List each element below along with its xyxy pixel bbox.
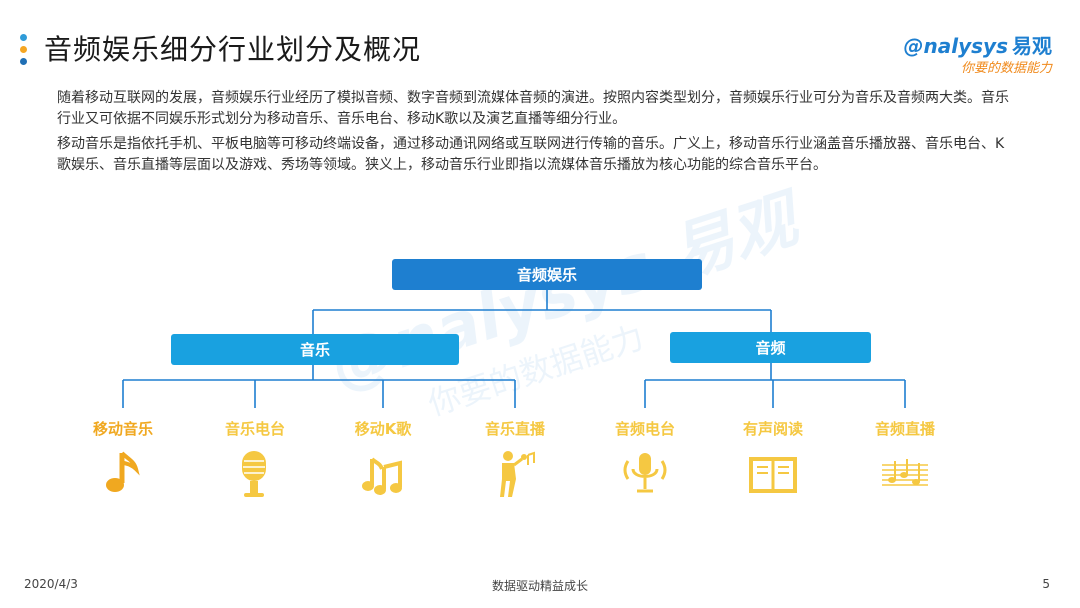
- intro-paragraph-1: 随着移动互联网的发展，音频娱乐行业经历了模拟音频、数字音频到流媒体音频的演进。按…: [57, 90, 1009, 127]
- leaf-label: 音乐电台: [224, 420, 285, 438]
- leaf-music-live: 音乐直播: [460, 418, 570, 503]
- title-dot: [20, 46, 27, 53]
- logo-brand-initial: @: [903, 34, 924, 58]
- title-dot: [20, 58, 27, 65]
- leaf-mobile-music: 移动音乐: [68, 418, 178, 503]
- intro-paragraph-2: 移动音乐是指依托手机、平板电脑等可移动终端设备，通过移动通讯网络或互联网进行传输…: [57, 136, 1005, 173]
- logo-brand-cn: 易观: [1012, 34, 1052, 58]
- music-note-icon: [106, 451, 140, 492]
- leaf-label: 音频直播: [874, 420, 935, 438]
- node-audio-entertainment: 音频娱乐: [392, 259, 702, 290]
- footer-date: 2020/4/3: [24, 577, 78, 591]
- page-title: 音频娱乐细分行业划分及概况: [44, 33, 422, 66]
- node-audio: 音频: [670, 332, 871, 363]
- leaf-audio-live: 音频直播: [850, 418, 960, 503]
- leaf-label: 有声阅读: [742, 420, 803, 438]
- page-number: 5: [1042, 577, 1050, 591]
- logo-brand: nalysys: [923, 34, 1008, 58]
- logo-slogan: 你要的数据能力: [960, 61, 1052, 76]
- retro-microphone-icon: [242, 451, 266, 497]
- leaf-music-radio: 音乐电台: [200, 418, 310, 503]
- leaf-label: 音频电台: [614, 420, 675, 438]
- leaf-label: 移动音乐: [92, 420, 153, 438]
- singer-icon: [500, 451, 535, 497]
- double-note-icon: [362, 457, 402, 495]
- leaf-audio-radio: 音频电台: [590, 418, 700, 503]
- footer-slogan: 数据驱动精益成长: [491, 579, 588, 593]
- title-dot: [20, 34, 27, 41]
- node-music: 音乐: [171, 334, 459, 365]
- leaf-mobile-karaoke: 移动K歌: [328, 418, 438, 503]
- broadcast-mic-icon: [623, 453, 667, 493]
- leaf-label: 音乐直播: [484, 420, 545, 438]
- leaf-audiobook: 有声阅读: [718, 418, 828, 503]
- title-decoration: [20, 34, 28, 70]
- intro-text: 随着移动互联网的发展，音频娱乐行业经历了模拟音频、数字音频到流媒体音频的演进。按…: [57, 88, 1017, 180]
- leaf-label: 移动K歌: [354, 420, 412, 438]
- sheet-music-icon: [882, 459, 928, 486]
- book-icon: [749, 457, 797, 493]
